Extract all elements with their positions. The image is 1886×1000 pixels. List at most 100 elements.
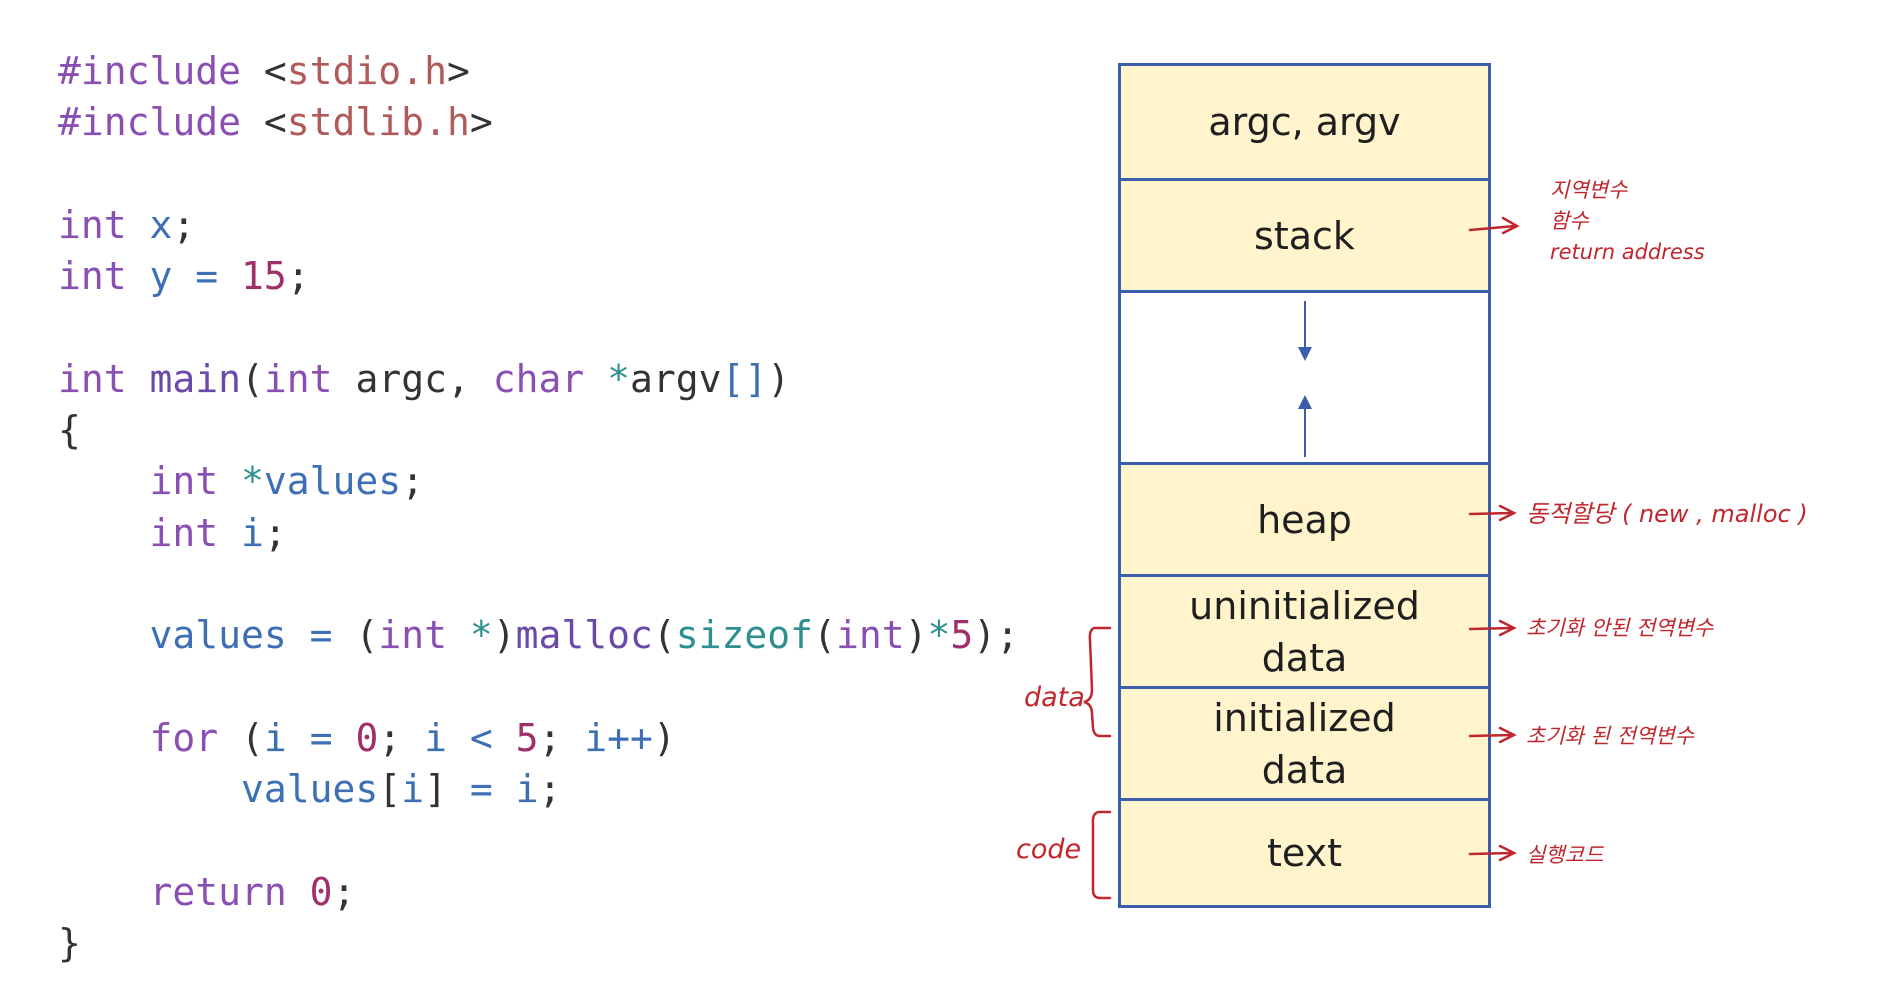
segment-stack-label: stack (1254, 213, 1355, 258)
data-group-label: data (1024, 682, 1085, 713)
code-token: #include (58, 49, 264, 93)
code-token: = (469, 767, 516, 812)
code-token: { (58, 408, 81, 453)
stack-note: 지역변수 함수 return address (1550, 178, 1705, 264)
heap-arrowhead-icon (1498, 504, 1517, 522)
code-token: i++ (584, 715, 653, 760)
code-token: < (263, 49, 287, 93)
code-listing: #include <stdio.h>#include <stdlib.h> in… (58, 46, 1019, 969)
segment-heap-label: heap (1257, 497, 1352, 542)
code-token: * (469, 613, 493, 658)
segment-free-space (1121, 290, 1488, 462)
bss-arrowhead-icon (1498, 619, 1517, 637)
code-line: for (i = 0; i < 5; i++) (58, 713, 1019, 764)
code-token: 0 (309, 869, 333, 914)
text-arrow-icon (1468, 851, 1514, 856)
code-token: ); (973, 613, 1020, 658)
code-token: y (149, 254, 196, 299)
code-token: return (58, 869, 310, 914)
code-token: 15 (241, 254, 287, 299)
code-token: ( (241, 715, 264, 760)
code-token: * (607, 356, 630, 401)
code-line: int main(int argc, char *argv[]) (58, 354, 1019, 405)
bss-note: 초기화 안된 전역변수 (1526, 616, 1714, 640)
code-line: int *values; (58, 456, 1019, 507)
code-token: values (58, 613, 310, 658)
segment-text: text (1121, 798, 1488, 905)
code-line: int i; (58, 508, 1019, 559)
code-token: 0 (355, 715, 379, 760)
code-token: int (58, 459, 242, 504)
segment-args: argc, argv (1121, 66, 1488, 178)
code-token: ( (355, 613, 379, 658)
code-token: char (492, 356, 608, 401)
code-token: values (58, 767, 379, 812)
code-token: stdlib.h (286, 100, 470, 145)
code-token: < (263, 100, 287, 145)
code-token: ( (241, 356, 264, 401)
segment-uninitialized-data: uninitialized data (1121, 574, 1488, 686)
code-token: int (58, 202, 150, 247)
data-arrow-icon (1468, 733, 1514, 738)
code-token: main (149, 356, 242, 401)
code-token: int (58, 356, 150, 401)
segment-data-label: initialized data (1213, 695, 1396, 792)
bss-arrow-icon (1468, 626, 1514, 631)
code-token: stdio.h (286, 49, 447, 93)
code-brace-icon (1091, 810, 1112, 900)
code-token: malloc (515, 613, 653, 658)
code-token: [] (721, 356, 768, 401)
code-token: ) (652, 715, 676, 760)
code-token: ) (904, 613, 928, 658)
code-line: { (58, 405, 1019, 456)
code-line: values[i] = i; (58, 764, 1019, 815)
code-token: x (149, 202, 173, 247)
segment-bss-label: uninitialized data (1189, 583, 1420, 680)
code-token: > (446, 49, 470, 93)
code-token: < (469, 715, 516, 760)
data-note: 초기화 된 전역변수 (1526, 724, 1694, 748)
heap-arrow-icon (1468, 511, 1514, 516)
segment-stack: stack (1121, 178, 1488, 290)
code-token: ; (332, 869, 356, 914)
code-token: ; (172, 202, 196, 247)
segment-args-label: argc, argv (1208, 100, 1401, 144)
code-token: ) (767, 356, 791, 401)
memory-layout-diagram: argc, argv stack heap uninitialized data… (1118, 63, 1491, 908)
code-token: } (58, 921, 81, 966)
code-token: ; (286, 254, 310, 299)
code-line: values = (int *)malloc(sizeof(int)*5); (58, 610, 1020, 661)
code-token: 5 (950, 613, 974, 658)
code-token: argc, (355, 356, 493, 401)
text-note: 실행코드 (1526, 843, 1604, 867)
stack-arrowhead-icon (1501, 216, 1520, 235)
code-token: int (835, 613, 905, 658)
heap-note: 동적할당 ( new , malloc ) (1526, 500, 1808, 528)
code-token: i (263, 715, 310, 760)
code-token: argv (630, 356, 722, 401)
segment-initialized-data: initialized data (1121, 686, 1488, 798)
code-token: int (378, 613, 470, 658)
code-token: #include (58, 100, 264, 145)
data-arrowhead-icon (1498, 726, 1517, 744)
code-token: int (58, 510, 242, 555)
code-token: = (309, 715, 356, 760)
code-token: ; (538, 715, 585, 760)
code-token: * (241, 459, 264, 504)
segment-heap: heap (1121, 462, 1488, 574)
code-token: ; (263, 510, 287, 555)
code-token: = (309, 613, 356, 658)
grow-arrows-icon (1297, 300, 1312, 457)
text-arrowhead-icon (1498, 844, 1517, 862)
code-token: ; (378, 715, 425, 760)
stack-arrow-icon (1468, 224, 1517, 232)
code-token: > (469, 100, 493, 145)
code-token: int (263, 356, 356, 401)
code-token: = (195, 254, 242, 299)
code-token: [ (378, 767, 402, 812)
code-token: for (58, 715, 242, 760)
code-token: 5 (515, 715, 539, 760)
code-token: i (515, 767, 539, 812)
code-line: } (58, 918, 1019, 969)
